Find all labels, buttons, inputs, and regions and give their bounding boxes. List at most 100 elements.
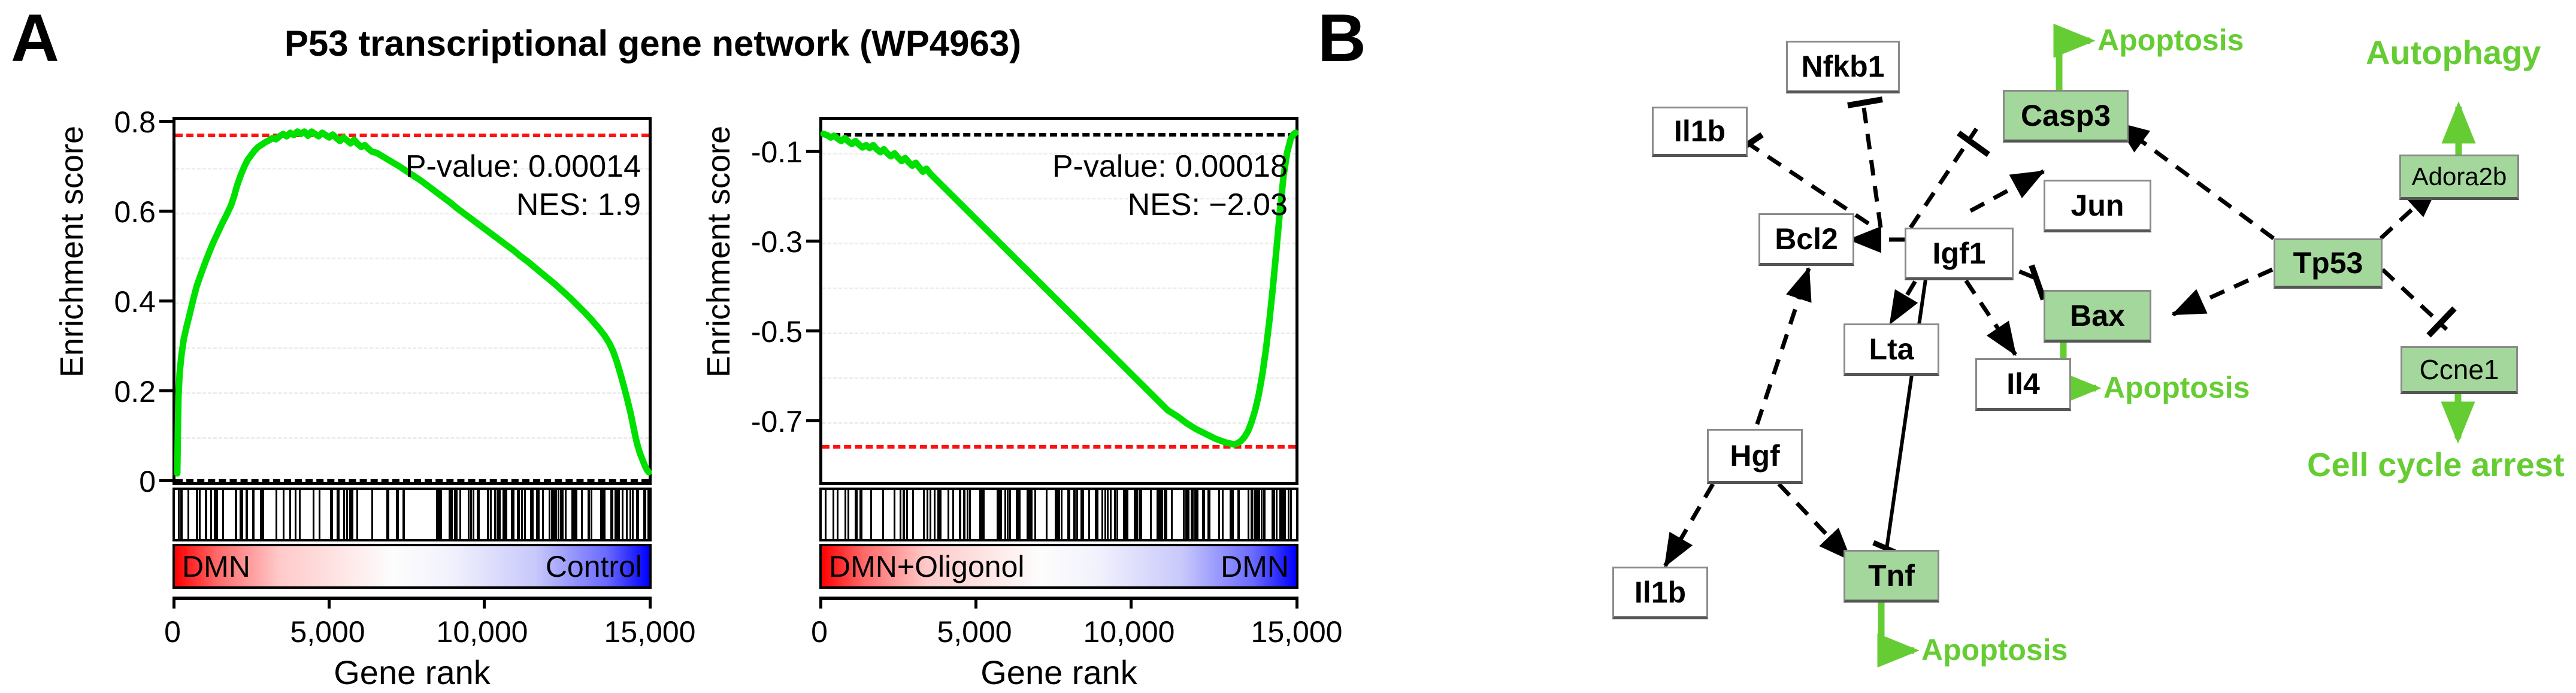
- gene-hit-tick: [926, 490, 928, 539]
- gene-hit-tick: [588, 490, 590, 539]
- gene-hit-tick: [204, 490, 207, 539]
- gene-hit-tick: [903, 490, 906, 539]
- x-tick-right-1: 5,000: [937, 615, 1012, 649]
- gene-hit-tick: [222, 490, 225, 539]
- gene-hit-tick: [1122, 490, 1125, 539]
- node-tp53[interactable]: Tp53: [2274, 238, 2383, 289]
- gene-hit-tick: [1000, 490, 1002, 539]
- gene-hit-tick: [536, 490, 538, 539]
- gene-hit-tick: [1140, 490, 1143, 539]
- peak-reference-line-left: [175, 134, 649, 137]
- gene-hit-tick: [187, 490, 190, 539]
- gene-hit-tick: [1126, 490, 1128, 539]
- gene-hit-tick: [246, 490, 248, 539]
- gene-hit-tick: [214, 490, 216, 539]
- gene-hit-tick: [1061, 490, 1063, 539]
- phenotype-right-label-right: DMN: [1221, 549, 1289, 583]
- y-tickmark-left-0: [159, 120, 172, 123]
- process-arrow-casp3-apoptosis: [2053, 23, 2096, 90]
- node-bax[interactable]: Bax: [2044, 290, 2151, 343]
- gene-hit-tick: [1055, 490, 1057, 539]
- node-il4[interactable]: Il4: [1975, 358, 2071, 411]
- panel-a-title: P53 transcriptional gene network (WP4963…: [284, 23, 1022, 63]
- edge-igf1-tnf: [1872, 258, 1930, 559]
- y-tickmark-left-2: [159, 299, 172, 302]
- gene-hit-tick: [1109, 490, 1112, 539]
- gene-hit-tick: [521, 490, 523, 539]
- x-axis-label-right: Gene rank: [980, 653, 1137, 691]
- process-label-apoptosis-tnf: Apoptosis: [1921, 633, 2068, 667]
- gridline: [822, 377, 1295, 379]
- gene-hit-tick: [497, 490, 498, 539]
- gene-hit-tick: [205, 490, 208, 539]
- gene-hit-tick: [562, 490, 564, 539]
- gridline: [822, 288, 1295, 289]
- gene-hit-tick: [472, 490, 474, 539]
- gene-hit-tick: [1114, 490, 1116, 539]
- gene-hit-tick: [1288, 490, 1290, 539]
- node-ccne1[interactable]: Ccne1: [2401, 346, 2518, 394]
- gene-hit-tick: [1150, 490, 1152, 539]
- node-casp3[interactable]: Casp3: [2003, 90, 2129, 143]
- gene-hit-tick: [912, 490, 914, 539]
- gene-hit-tick: [180, 490, 182, 539]
- node-il1b-top[interactable]: Il1b: [1652, 107, 1748, 157]
- node-bcl2[interactable]: Bcl2: [1758, 213, 1854, 266]
- gene-hit-tick: [343, 490, 346, 539]
- x-tickmark-left-0: [172, 597, 175, 609]
- gene-hit-tick: [1190, 490, 1192, 539]
- gene-hit-tick: [1194, 490, 1196, 539]
- gene-hit-tick: [1088, 490, 1091, 539]
- node-nfkb1[interactable]: Nfkb1: [1786, 41, 1900, 93]
- node-il1b-bottom[interactable]: Il1b: [1612, 567, 1708, 619]
- gene-hit-tick: [929, 490, 931, 539]
- gene-hit-tick: [1009, 490, 1011, 539]
- pvalue-annotation-right: P-value: 0.00018: [1052, 149, 1288, 184]
- phenotype-right-label-left: Control: [545, 549, 642, 583]
- x-tick-left-2: 10,000: [436, 615, 528, 649]
- node-jun[interactable]: Jun: [2044, 180, 2151, 232]
- x-axis-line-right: [819, 597, 1298, 600]
- gene-hit-tick: [1207, 490, 1209, 539]
- gene-hit-tick: [1016, 490, 1018, 539]
- gene-hit-tick: [459, 490, 462, 539]
- gene-hit-tick: [283, 490, 284, 539]
- panel-b-letter: B: [1318, 1, 1366, 75]
- y-tick-right-2: -0.5: [750, 315, 803, 349]
- edge-nfkb1-igf1: [1847, 96, 1883, 228]
- gene-hit-tick: [981, 490, 983, 539]
- y-tickmark-left-3: [159, 389, 172, 392]
- gene-hit-tick: [558, 490, 560, 539]
- process-label-apoptosis-casp3: Apoptosis: [2097, 23, 2244, 57]
- gene-hit-tick: [177, 490, 180, 539]
- gene-hit-tick: [1096, 490, 1098, 539]
- gene-hit-tick: [512, 490, 514, 539]
- gene-hit-tick: [1271, 490, 1273, 539]
- node-hgf[interactable]: Hgf: [1707, 429, 1803, 484]
- gridline: [175, 347, 649, 349]
- gene-hit-tick: [637, 490, 640, 539]
- gene-hit-tick: [894, 490, 896, 539]
- gene-hit-tick: [537, 490, 540, 539]
- gene-hit-tick: [1183, 490, 1185, 539]
- node-tnf[interactable]: Tnf: [1844, 550, 1939, 603]
- gene-hit-tick: [967, 490, 969, 539]
- gene-hit-tick: [1139, 490, 1141, 539]
- zero-reference-line-left: [175, 479, 649, 483]
- y-tick-left-0: 0.8: [114, 105, 156, 139]
- gene-hit-tick: [351, 490, 353, 539]
- gene-hit-tick: [215, 490, 217, 539]
- gene-hit-tick: [1034, 490, 1037, 539]
- phenotype-left-label-right: DMN+Oligonol: [829, 549, 1025, 583]
- node-adora2b[interactable]: Adora2b: [2399, 155, 2519, 200]
- gene-hit-tick: [979, 490, 982, 539]
- gsea-chart-right: Enrichment score -0.1 -0.3 -0.5 -0.7: [695, 84, 1342, 691]
- panel-b: B: [1306, 0, 2576, 693]
- gene-hit-tick: [1058, 490, 1060, 539]
- node-lta[interactable]: Lta: [1844, 323, 1939, 376]
- gene-hit-tick: [1257, 490, 1259, 539]
- process-label-apoptosis-bax: Apoptosis: [2103, 371, 2250, 404]
- gene-hit-tick: [1045, 490, 1048, 539]
- node-igf1[interactable]: Igf1: [1905, 228, 2014, 280]
- gene-hit-tick: [210, 490, 213, 539]
